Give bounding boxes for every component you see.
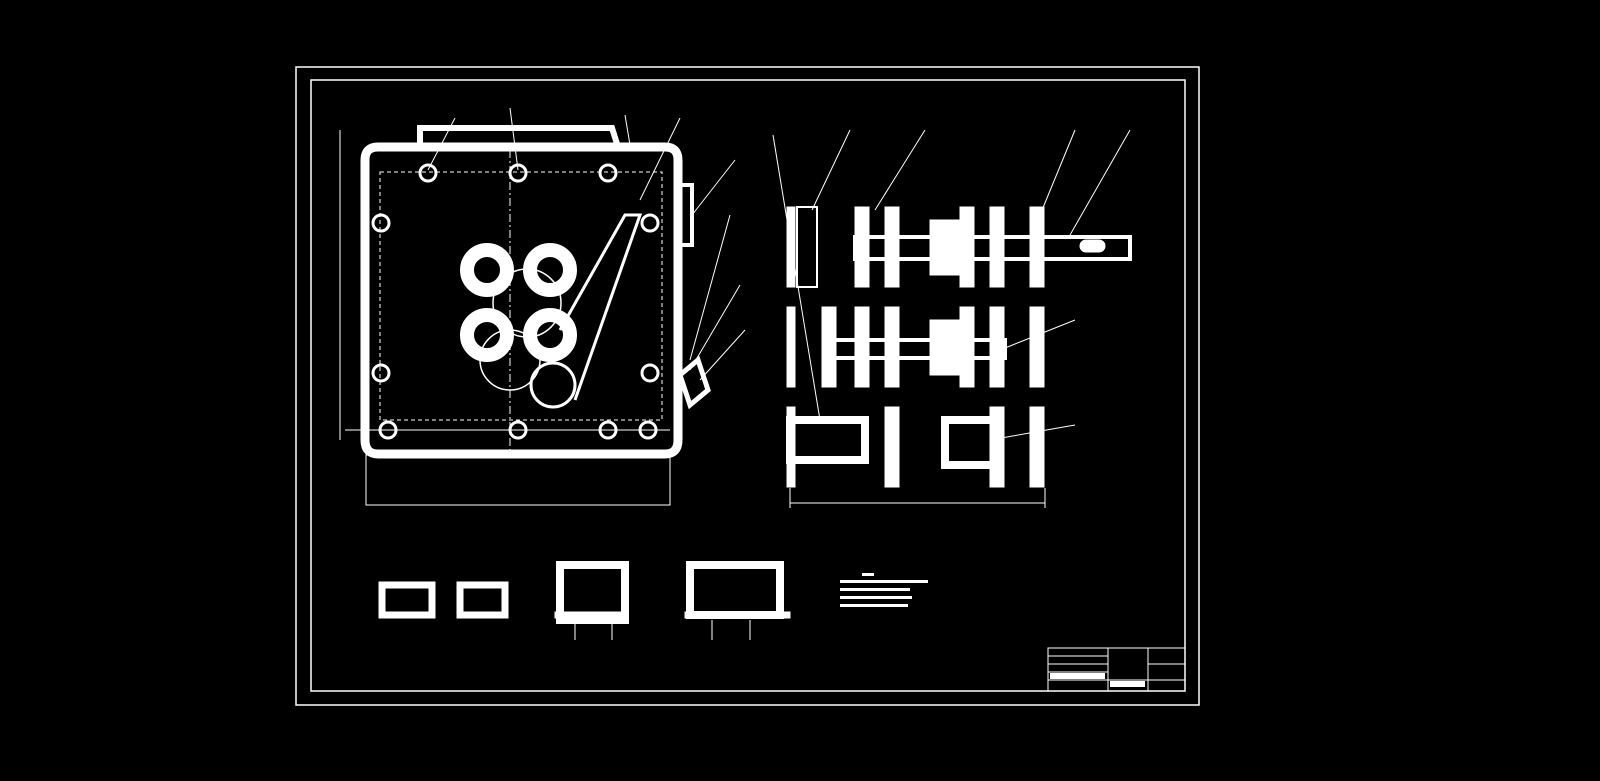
- technical-notes: [840, 573, 928, 607]
- title-block: [1047, 647, 1186, 692]
- front-view-housing: [339, 125, 711, 506]
- shaft-section-view: [786, 206, 1132, 508]
- detail-sections: [378, 561, 791, 640]
- shaft-leader-lines: [772, 129, 1131, 441]
- bolt-holes: [371, 163, 660, 440]
- sheet-border: [295, 66, 1200, 706]
- leader-lines: [427, 107, 746, 381]
- gears: [460, 213, 643, 409]
